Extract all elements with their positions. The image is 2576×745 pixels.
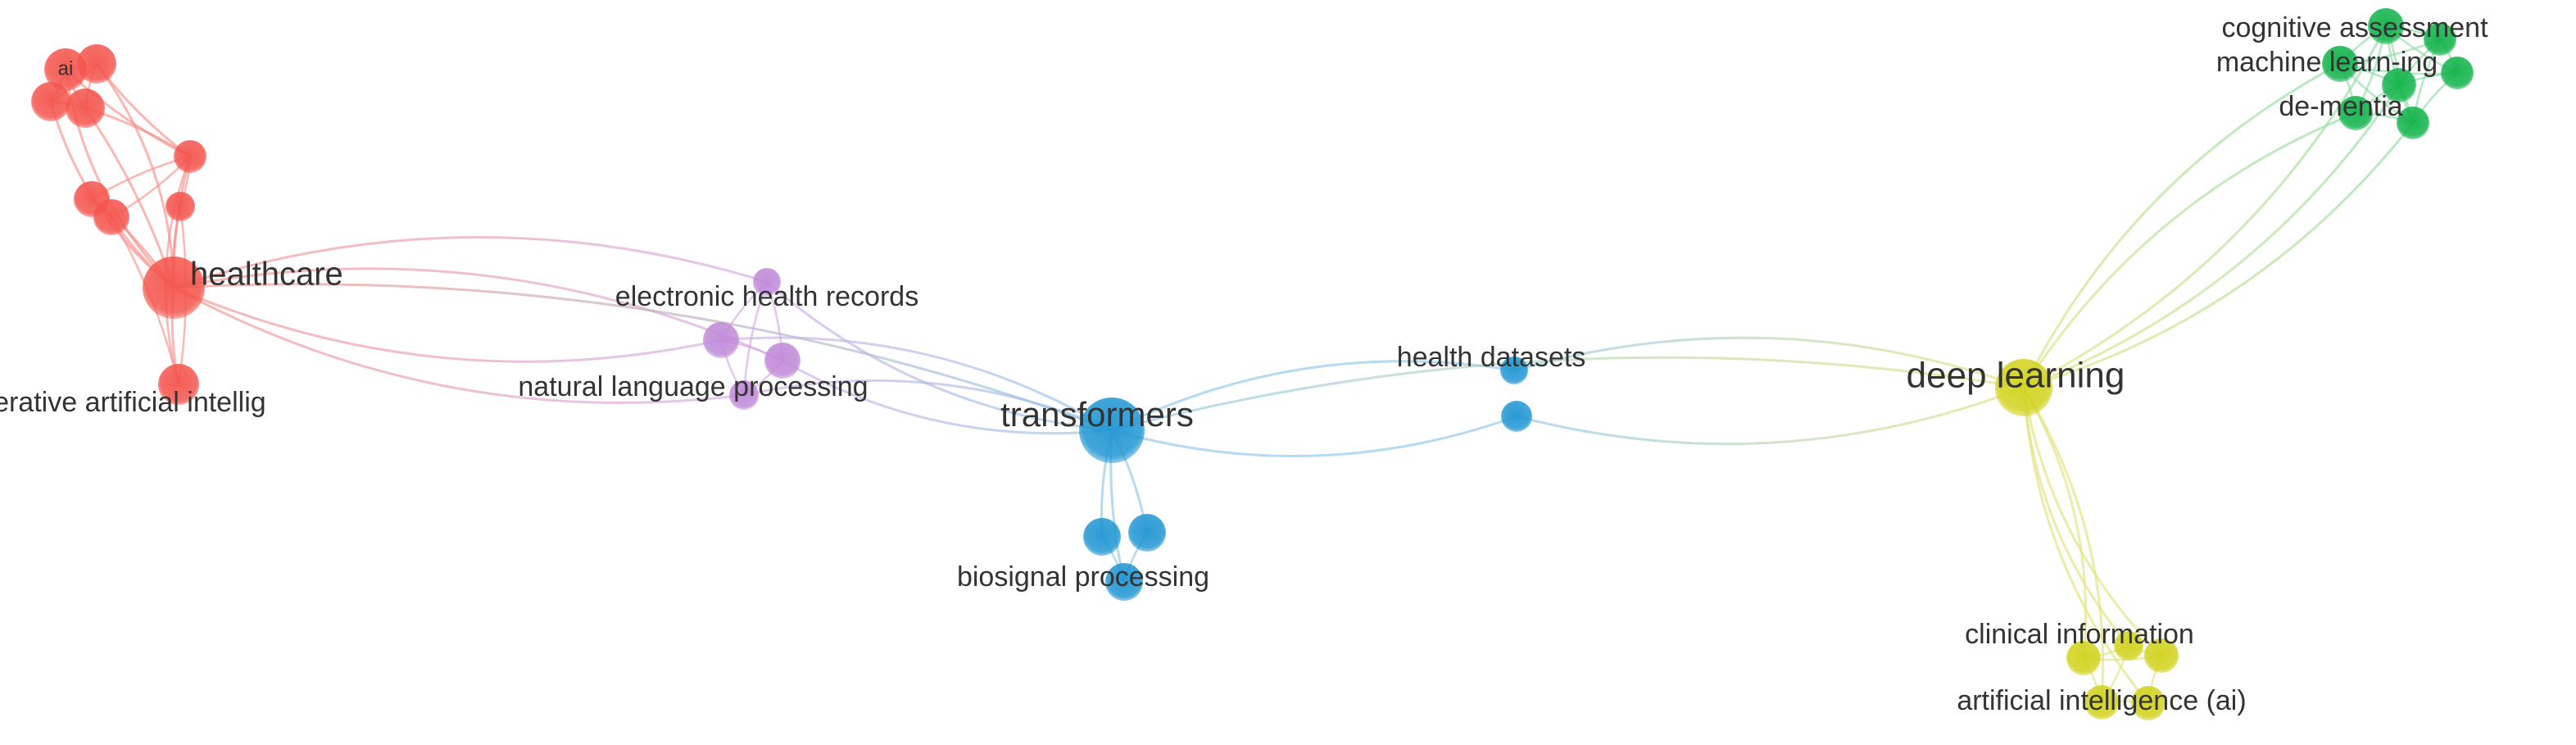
- graph-edge: [2022, 121, 2415, 389]
- graph-edge: [2022, 25, 2388, 389]
- graph-node[interactable]: [2084, 685, 2119, 720]
- node-layer[interactable]: [31, 8, 2474, 720]
- graph-node[interactable]: [77, 44, 116, 84]
- graph-edge: [1110, 360, 1516, 432]
- graph-edge: [1512, 336, 2025, 389]
- graph-node[interactable]: [66, 89, 105, 128]
- graph-edge: [172, 236, 769, 289]
- node-label: health datasets: [1397, 342, 1586, 373]
- graph-edge: [2022, 386, 2150, 705]
- node-label: machine learn-ing: [2216, 47, 2438, 78]
- graph-node[interactable]: [2066, 641, 2101, 675]
- graph-node[interactable]: [2424, 23, 2456, 56]
- node-label: healthcare: [190, 257, 343, 293]
- graph-node[interactable]: [2131, 686, 2166, 720]
- graph-edge: [2022, 84, 2401, 389]
- graph-edge: [742, 379, 1113, 432]
- node-label: cognitive assessment: [2221, 12, 2488, 43]
- graph-node[interactable]: [93, 199, 129, 235]
- graph-node[interactable]: [158, 364, 199, 405]
- graph-edge: [2022, 386, 2163, 657]
- graph-node[interactable]: [1500, 357, 1528, 384]
- graph-node[interactable]: [753, 268, 781, 296]
- graph-edge: [719, 336, 1113, 432]
- label-layer: ai healthcare generative artificial intell…: [0, 12, 2488, 716]
- graph-node[interactable]: [703, 322, 739, 358]
- node-label: generative artificial intellig: [0, 387, 266, 418]
- graph-edge: [1110, 415, 1518, 457]
- graph-node[interactable]: [1995, 359, 2052, 416]
- graph-node[interactable]: [2338, 96, 2373, 130]
- graph-edge: [172, 286, 723, 363]
- node-label: transformers: [1000, 395, 1194, 434]
- graph-edge: [2022, 62, 2342, 389]
- node-label: de-mentia: [2279, 91, 2402, 122]
- node-label: clinical information: [1965, 619, 2194, 650]
- node-label: ai: [58, 57, 74, 79]
- node-label: electronic health records: [615, 281, 918, 312]
- graph-node[interactable]: [2382, 68, 2416, 102]
- graph-node[interactable]: [764, 343, 800, 379]
- graph-node[interactable]: [31, 82, 70, 121]
- node-label: biosignal processing: [957, 561, 1209, 593]
- node-label: deep learning: [1907, 356, 2125, 396]
- graph-node[interactable]: [1501, 401, 1532, 432]
- graph-node[interactable]: [1083, 518, 1121, 556]
- graph-edge: [172, 286, 746, 404]
- graph-edge: [2022, 111, 2357, 389]
- graph-node[interactable]: [143, 257, 205, 319]
- graph-node[interactable]: [729, 380, 759, 410]
- graph-edge: [172, 267, 784, 362]
- graph-edge: [1110, 356, 2025, 432]
- node-label: natural language processing: [518, 371, 868, 402]
- graph-node[interactable]: [2441, 57, 2474, 89]
- graph-edge: [1515, 386, 2025, 446]
- graph-node[interactable]: [1128, 514, 1166, 552]
- graph-node[interactable]: [174, 140, 206, 173]
- graph-node[interactable]: [2368, 8, 2404, 44]
- graph-node[interactable]: [166, 192, 195, 221]
- graph-edge: [2022, 386, 2105, 704]
- node-label: artificial intelligence (ai): [1957, 685, 2246, 716]
- graph-edge: [172, 283, 1113, 432]
- graph-node[interactable]: [2322, 46, 2358, 82]
- graph-node[interactable]: [2144, 638, 2179, 673]
- graph-node[interactable]: [2114, 631, 2143, 661]
- graph-node[interactable]: [2397, 107, 2429, 139]
- graph-node[interactable]: [1079, 397, 1145, 463]
- graph-node[interactable]: [1105, 563, 1143, 601]
- graph-node[interactable]: [44, 48, 87, 91]
